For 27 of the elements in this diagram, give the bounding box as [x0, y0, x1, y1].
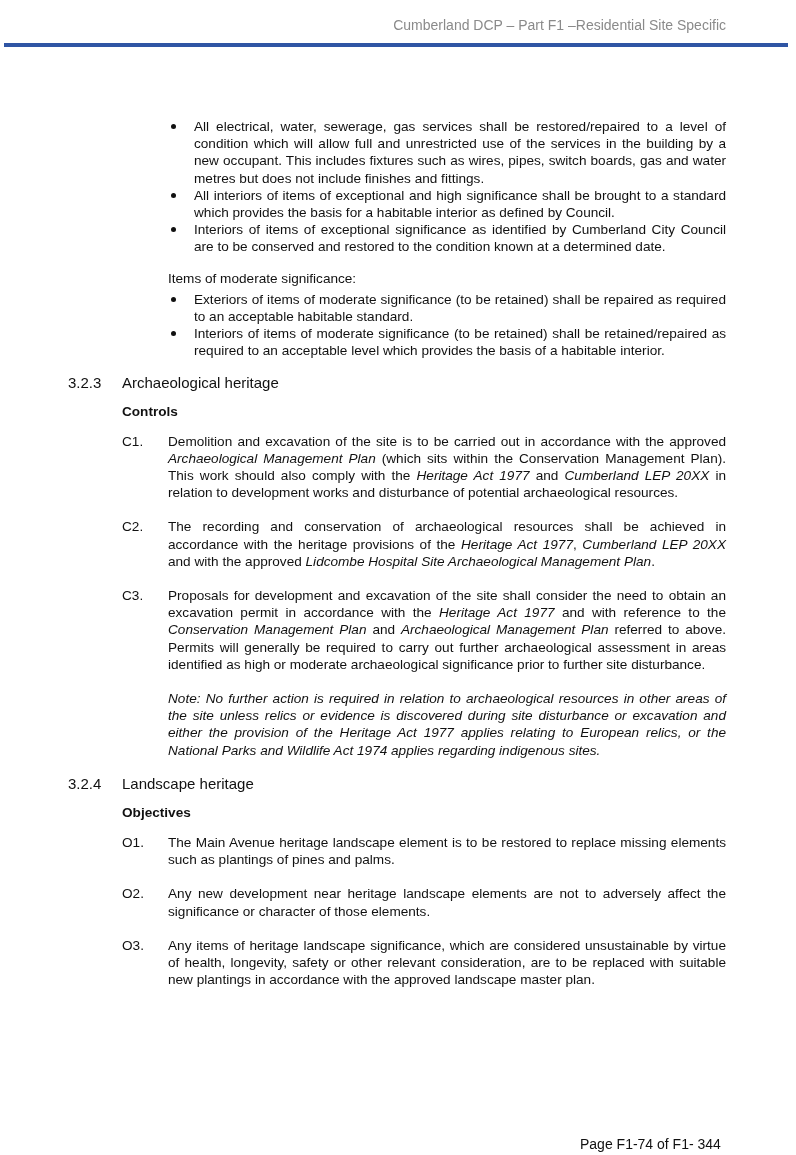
subheading: Objectives	[122, 803, 191, 821]
item-number: C2.	[122, 518, 144, 536]
subheading: Controls	[122, 402, 178, 420]
bullet-text: Interiors of items of exceptional significance as identified by Cumberland City Council are to be conserved and restored to the condition known at a determined date.	[194, 221, 726, 256]
bullet-text: Interiors of items of moderate significance (to be retained) shall be retained/repaired as required to an acceptable level which provides the basis of a habitable interior.	[194, 325, 726, 360]
item-number: O1.	[122, 833, 144, 852]
paragraph: Items of moderate significance:	[168, 269, 358, 287]
page-number: Page F1-74 of F1- 344	[580, 1136, 721, 1153]
item-number: C1.	[122, 432, 144, 450]
item-text: Proposals for development and excavation of the site shall consider the need to obtain an excavation permit in accordance with the Heritage Act 1977 and with reference to the Conservation Management Plan and Archaeological Management Plan referred to above. Permits will generally be required to carry out further archaeological assessment in areas identified as high or moderate archaeological significance prior to further site disturbance.	[168, 587, 726, 674]
section-number: 3.2.4	[68, 774, 102, 792]
item-text: Any new development near heritage landscape elements are not to adversely affect the significance or character of those elements.	[168, 885, 726, 920]
item-number: C3.	[122, 587, 144, 605]
bullet-text: All electrical, water, sewerage, gas services shall be restored/repaired to a level of condition which will allow full and unrestricted use of the services in the building by a new occupant. This includes fixtures such as wires, pipes, switch boards, gas and water metres but does not include finishes and fittings.	[194, 118, 726, 187]
bullet-text: Exteriors of items of moderate significance (to be retained) shall be repaired as required to an acceptable habitable standard.	[194, 290, 726, 326]
item-text: The recording and conservation of archaeological resources shall be achieved in accordance with the heritage provisions of the Heritage Act 1977, Cumberland LEP 20XX and with the approved Lidcombe Hospital Site Archaeological Management Plan.	[168, 518, 726, 571]
bullet-text: All interiors of items of exceptional and high significance shall be brought to a standard which provides the basis for a habitable interior as defined by Council.	[194, 186, 726, 222]
section-heading: Landscape heritage	[122, 774, 254, 793]
running-header: Cumberland DCP – Part F1 –Residential Site Specific	[393, 17, 726, 33]
item-number: O3.	[122, 936, 144, 954]
section-heading: Archaeological heritage	[122, 373, 279, 392]
section-number: 3.2.3	[68, 373, 102, 391]
item-text: Any items of heritage landscape significance, which are considered unsustainable by virtue of health, longevity, safety or other relevant consideration, are to be replaced with suitable new plantings in accordance with the approved landscape master plan.	[168, 936, 726, 989]
item-number: O2.	[122, 885, 144, 903]
note-text: Note: No further action is required in relation to archaeological resources in other areas of the site unless relics or evidence is discovered during site disturbance or excavation and either the provision of the Heritage Act 1977 applies relating to European relics, or the National Parks and Wildlife Act 1974 applies regarding indigenous sites.	[168, 690, 726, 759]
item-text: Demolition and excavation of the site is to be carried out in accordance with the approved Archaeological Management Plan (which sits within the Conservation Management Plan). This work should also comply with the Heritage Act 1977 and Cumberland LEP 20XX in relation to development works and disturbance of potential archaeological resources.	[168, 432, 726, 502]
item-text: The Main Avenue heritage landscape element is to be restored to replace missing elements such as plantings of pines and palms.	[168, 833, 726, 869]
